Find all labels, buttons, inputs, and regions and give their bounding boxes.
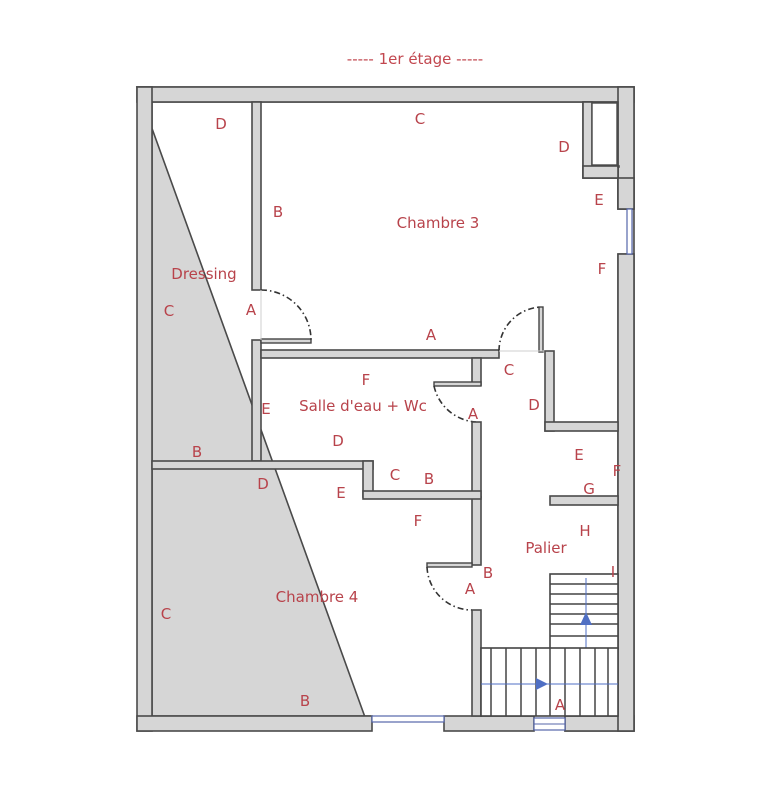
wall-right-notch xyxy=(617,177,635,210)
label-dressing-a: A xyxy=(246,301,257,319)
wall-chambre4-palier-lower xyxy=(471,609,482,717)
wall-palier-g xyxy=(549,495,619,506)
wall-salle-stub xyxy=(471,357,482,386)
door-leaf-chambre3 xyxy=(538,306,544,353)
label-palier-d: D xyxy=(528,396,540,414)
label-salle-d: D xyxy=(332,432,344,450)
label-chambre4-e: E xyxy=(336,484,345,502)
label-dressing-b: B xyxy=(192,443,202,461)
floor-title: ----- 1er étage ----- xyxy=(347,50,483,68)
room-name-palier: Palier xyxy=(525,539,567,557)
label-dressing-d: D xyxy=(215,115,227,133)
wall-salle-bottom xyxy=(362,490,482,500)
label-chambre4-b: B xyxy=(300,692,310,710)
wall-dressing-chambre3 xyxy=(251,101,262,291)
label-salle-b: B xyxy=(424,470,434,488)
stair-upper-steps xyxy=(550,583,618,637)
door-swing-salle[interactable] xyxy=(433,385,477,423)
wall-right-lower xyxy=(617,253,635,732)
label-palier-f: F xyxy=(613,462,622,480)
window-chambre3 xyxy=(626,208,633,255)
room-name-salle-eau: Salle d'eau + Wc xyxy=(299,397,427,415)
window-chambre4 xyxy=(371,715,445,723)
label-chambre4-c: C xyxy=(161,605,171,623)
door-swing-dressing[interactable] xyxy=(260,289,312,341)
label-palier-b: B xyxy=(483,564,493,582)
wall-left xyxy=(136,86,153,732)
room-name-chambre3: Chambre 3 xyxy=(397,214,480,232)
wall-bottom-left xyxy=(136,715,373,732)
label-chambre3-a: A xyxy=(426,326,437,344)
room-name-dressing: Dressing xyxy=(171,265,236,283)
closet-wall-bottom xyxy=(582,165,619,179)
stair-upper-flight xyxy=(549,573,619,650)
label-salle-a: A xyxy=(468,405,479,423)
label-chambre4-a: A xyxy=(465,580,476,598)
door-swing-chambre3[interactable] xyxy=(498,306,542,352)
stair-right-arrow-icon xyxy=(536,678,548,690)
wall-salle-palier xyxy=(471,421,482,498)
label-palier-c: C xyxy=(504,361,514,379)
closet-step xyxy=(617,165,620,168)
label-palier-a: A xyxy=(555,696,566,714)
door-leaf-chambre4 xyxy=(426,562,473,568)
wall-dressing-chambre4 xyxy=(151,460,374,470)
wall-palier-chambre3 xyxy=(544,350,555,432)
label-salle-e: E xyxy=(261,400,270,418)
label-dressing-c: C xyxy=(164,302,174,320)
label-palier-i: I xyxy=(611,563,615,581)
label-salle-c: C xyxy=(390,466,400,484)
label-chambre4-f: F xyxy=(414,512,423,530)
label-salle-f: F xyxy=(362,371,371,389)
closet-interior xyxy=(591,102,618,166)
door-leaf-salle xyxy=(433,381,482,387)
label-palier-e: E xyxy=(574,446,583,464)
label-chambre4-d: D xyxy=(257,475,269,493)
door-leaf-dressing xyxy=(260,338,312,344)
stair-up-arrow-icon xyxy=(580,612,592,625)
label-palier-g: G xyxy=(583,480,595,498)
label-palier-h: H xyxy=(579,522,590,540)
wall-bottom-mid xyxy=(443,715,535,732)
wall-top xyxy=(136,86,635,103)
label-chambre3-f: F xyxy=(598,260,607,278)
label-chambre3-b: B xyxy=(273,203,283,221)
label-chambre3-d: D xyxy=(558,138,570,156)
wall-chambre3-salle xyxy=(260,349,500,359)
label-chambre3-e: E xyxy=(594,191,603,209)
wall-dressing-lower xyxy=(251,339,262,462)
wall-palier-chambre3-h xyxy=(544,421,619,432)
wall-chambre4-palier-upper xyxy=(471,496,482,566)
room-name-chambre4: Chambre 4 xyxy=(276,588,359,606)
label-chambre3-c: C xyxy=(415,110,425,128)
